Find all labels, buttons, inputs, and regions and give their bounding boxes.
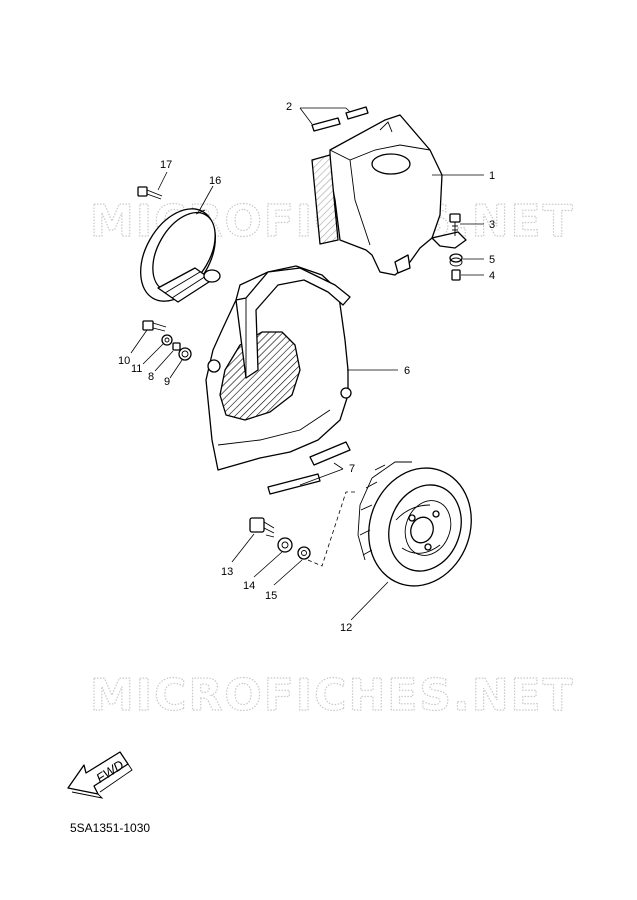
part-label-3: 3 [489, 219, 495, 231]
part-label-4: 4 [489, 270, 495, 282]
screw-17 [137, 186, 163, 200]
seal-strip-vertical [311, 154, 339, 245]
part-label-14: 14 [243, 580, 255, 592]
leader-lines [130, 107, 484, 621]
part-label-17: 17 [160, 159, 172, 171]
part-label-9: 9 [164, 376, 170, 388]
part-label-13: 13 [221, 566, 233, 578]
fan-shroud-6 [205, 265, 352, 471]
part-label-10: 10 [118, 355, 130, 367]
grommet-9 [178, 347, 192, 361]
duct-ring-16 [140, 208, 221, 303]
forward-direction-arrow: FWD [67, 751, 133, 799]
catalog-code: 5SA1351-1030 [70, 821, 151, 835]
part-label-8: 8 [148, 371, 154, 383]
cooling-fan-12 [357, 461, 472, 587]
part-label-7: 7 [349, 463, 355, 475]
part-label-2: 2 [286, 101, 292, 113]
washer-14 [277, 537, 293, 553]
upper-shroud-cover [329, 114, 467, 276]
seal-strips-lower [267, 441, 351, 495]
seal-strips-upper [311, 106, 369, 132]
part-label-12: 12 [340, 622, 352, 634]
nut-13 [249, 517, 275, 538]
part-label-11: 11 [131, 363, 142, 375]
bolt-3 [449, 213, 461, 236]
watermark-lower: MICROFICHES.NET [90, 670, 575, 721]
bolt-10 [142, 320, 167, 332]
part-label-5: 5 [489, 254, 495, 266]
collar-8 [172, 342, 181, 351]
part-label-15: 15 [265, 590, 277, 602]
part-label-6: 6 [404, 365, 410, 377]
washer-11 [161, 334, 173, 346]
spring-washer-15 [297, 546, 311, 560]
grommet-5 [449, 253, 463, 267]
part-label-1: 1 [489, 170, 495, 182]
collar-4 [451, 269, 461, 281]
part-label-16: 16 [209, 175, 221, 187]
